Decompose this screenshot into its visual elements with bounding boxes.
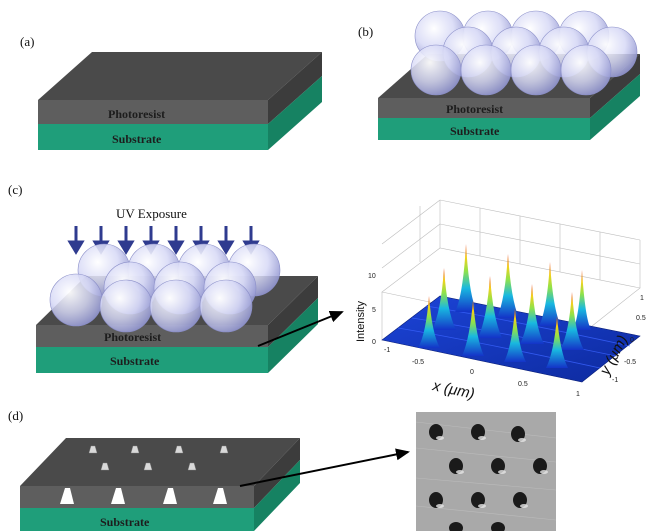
substrate-layer xyxy=(36,347,268,373)
microsphere xyxy=(560,44,612,96)
z-tick: 5 xyxy=(372,307,376,314)
z-tick: 10 xyxy=(368,273,376,280)
intensity-peak xyxy=(520,284,544,344)
intensity-peak xyxy=(573,270,591,330)
sem-hole xyxy=(471,424,485,440)
intensity-peak xyxy=(497,254,519,318)
microsphere xyxy=(149,279,203,333)
microsphere xyxy=(460,44,512,96)
x-tick: 1 xyxy=(576,391,580,398)
developed-holes xyxy=(60,488,227,504)
intensity-peak xyxy=(418,296,440,348)
photoresist-label: Photoresist xyxy=(108,107,165,121)
panel-b: (b) Photoresist Substrate xyxy=(358,10,640,140)
microsphere xyxy=(49,273,103,327)
intensity-peak xyxy=(539,262,561,326)
photoresist-label: Photoresist xyxy=(104,330,161,344)
uv-exposure-label: UV Exposure xyxy=(116,206,187,221)
panel-c: (c) UV Exposure Photoresist xyxy=(8,182,344,373)
y-tick: 1 xyxy=(640,295,644,302)
x-tick: -0.5 xyxy=(412,359,424,366)
substrate-label: Substrate xyxy=(112,132,162,146)
substrate-label: Substrate xyxy=(110,354,160,368)
microsphere xyxy=(199,279,253,333)
intensity-peak xyxy=(432,268,456,330)
z-axis-label: Intensity xyxy=(355,301,367,342)
sem-image xyxy=(415,412,557,531)
z-tick: 0 xyxy=(372,339,376,346)
sem-hole xyxy=(471,492,485,508)
photoresist-layer xyxy=(36,325,268,347)
panel-a-label: (a) xyxy=(20,34,34,49)
sem-hole xyxy=(449,458,463,474)
sem-hole xyxy=(491,458,505,474)
substrate-label: Substrate xyxy=(450,124,500,138)
microsphere xyxy=(99,279,153,333)
panel-a: (a) Photoresist Substrate xyxy=(20,34,322,150)
intensity-peak xyxy=(546,316,568,368)
y-tick: -1 xyxy=(612,377,618,384)
panel-d-label: (d) xyxy=(8,408,23,423)
x-tick: -1 xyxy=(384,347,390,354)
sem-hole xyxy=(533,458,547,474)
photoresist-top xyxy=(38,52,322,100)
pointer-arrow xyxy=(257,310,344,347)
x-tick: 0 xyxy=(470,369,474,376)
sem-hole xyxy=(511,426,525,442)
substrate-layer xyxy=(38,124,268,150)
y-tick: 0 xyxy=(630,337,634,344)
pointer-arrow xyxy=(239,448,410,487)
photoresist-label: Photoresist xyxy=(446,102,503,116)
intensity-peak xyxy=(455,244,477,312)
intensity-peak xyxy=(504,308,526,362)
intensity-peak xyxy=(462,300,484,356)
microsphere xyxy=(410,44,462,96)
x-axis-label: x (μm) xyxy=(430,377,476,403)
sem-holes xyxy=(429,424,547,531)
intensity-plot: 10 5 0 -1 -0.5 0 0.5 1 -1 -0.5 0 0.5 1 I… xyxy=(355,199,646,403)
intensity-peak xyxy=(560,292,584,350)
panel-b-label: (b) xyxy=(358,24,373,39)
y-tick: 0.5 xyxy=(636,315,646,322)
photoresist-layer xyxy=(20,486,254,508)
substrate-layer xyxy=(20,508,254,531)
sem-hole xyxy=(513,492,527,508)
photoresist-layer xyxy=(378,98,590,118)
intensity-peaks xyxy=(418,244,591,368)
panel-c-label: (c) xyxy=(8,182,22,197)
y-tick: -0.5 xyxy=(624,359,636,366)
sem-hole xyxy=(429,492,443,508)
sem-hole xyxy=(491,522,505,531)
microsphere xyxy=(510,44,562,96)
substrate-layer xyxy=(378,118,590,140)
panel-d: (d) Substrate xyxy=(8,408,410,531)
x-tick: 0.5 xyxy=(518,381,528,388)
resist-pillars xyxy=(88,445,229,471)
photoresist-layer xyxy=(38,100,268,124)
sem-hole xyxy=(449,522,463,531)
intensity-peak xyxy=(478,276,502,338)
sem-hole xyxy=(429,424,443,440)
substrate-label: Substrate xyxy=(100,515,150,529)
